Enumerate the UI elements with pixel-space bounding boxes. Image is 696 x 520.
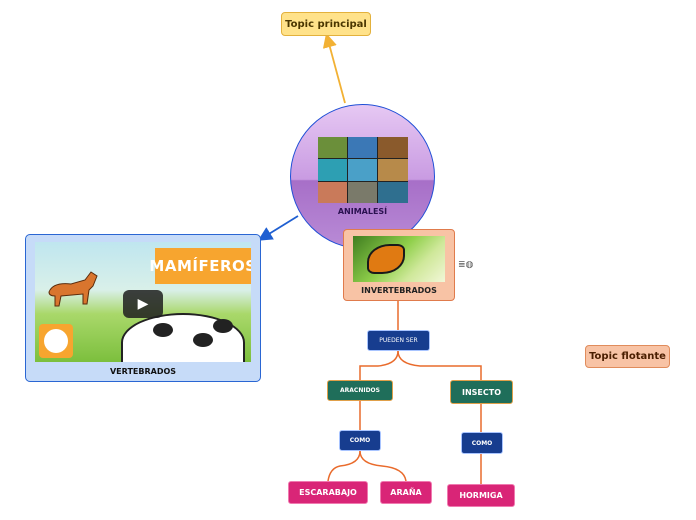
- aracnidos-label: ARACNIDOS: [340, 387, 380, 394]
- insecto-node[interactable]: INSECTO: [450, 380, 513, 404]
- hormiga-node[interactable]: HORMIGA: [447, 484, 515, 507]
- mamiferos-video-thumbnail[interactable]: MAMÍFEROS ▶: [35, 242, 251, 362]
- como-node-aracnidos[interactable]: COMO: [339, 430, 381, 451]
- aracnidos-node[interactable]: ARACNIDOS: [327, 380, 393, 401]
- como-label: COMO: [471, 439, 493, 447]
- cow-illustration: [121, 313, 245, 362]
- pueden-ser-label: PUEDEN SER: [379, 337, 418, 344]
- central-topic-node[interactable]: ANIMALESÍ: [290, 104, 435, 249]
- horse-illustration: [48, 271, 98, 307]
- arana-node[interactable]: ARAÑA: [380, 481, 432, 504]
- insecto-label: INSECTO: [461, 387, 502, 397]
- arana-label: ARAÑA: [390, 488, 422, 497]
- topic-principal-node[interactable]: Topic principal: [281, 12, 371, 36]
- link-como-to-arana: [359, 450, 407, 482]
- escarabajo-label: ESCARABAJO: [299, 488, 357, 497]
- vertebrados-label: VERTEBRADOS: [109, 367, 177, 376]
- mamiferos-banner: MAMÍFEROS: [149, 248, 251, 284]
- note-and-link-icons[interactable]: ≣◍: [458, 260, 473, 270]
- notes-icon[interactable]: ≣: [458, 260, 466, 270]
- vertebrados-node[interactable]: MAMÍFEROS ▶ VERTEBRADOS: [25, 234, 261, 382]
- escarabajo-node[interactable]: ESCARABAJO: [288, 481, 368, 504]
- link-pueden-to-insecto: [397, 350, 482, 380]
- topic-flotante-label: Topic flotante: [589, 351, 666, 362]
- butterfly-image: [353, 236, 445, 282]
- hormiga-label: HORMIGA: [459, 491, 503, 500]
- invertebrados-node[interactable]: INVERTEBRADOS: [343, 229, 455, 301]
- como-node-insecto[interactable]: COMO: [461, 432, 503, 454]
- link-center-to-vertebrados: [257, 215, 299, 241]
- link-como-to-escarabajo: [327, 450, 361, 482]
- smiley-face-icon: [39, 324, 73, 358]
- topic-principal-label: Topic principal: [285, 18, 367, 30]
- central-topic-label: ANIMALESÍ: [337, 207, 388, 216]
- play-icon[interactable]: ▶: [123, 290, 163, 318]
- invertebrados-label: INVERTEBRADOS: [361, 286, 437, 295]
- pueden-ser-node[interactable]: PUEDEN SER: [367, 330, 430, 351]
- topic-flotante-node[interactable]: Topic flotante: [585, 345, 670, 368]
- globe-icon[interactable]: ◍: [465, 260, 474, 270]
- como-label: COMO: [349, 437, 371, 444]
- animals-collage-image: [317, 137, 408, 203]
- link-center-to-topic-principal: [322, 33, 346, 104]
- link-pueden-to-aracnidos: [359, 350, 399, 380]
